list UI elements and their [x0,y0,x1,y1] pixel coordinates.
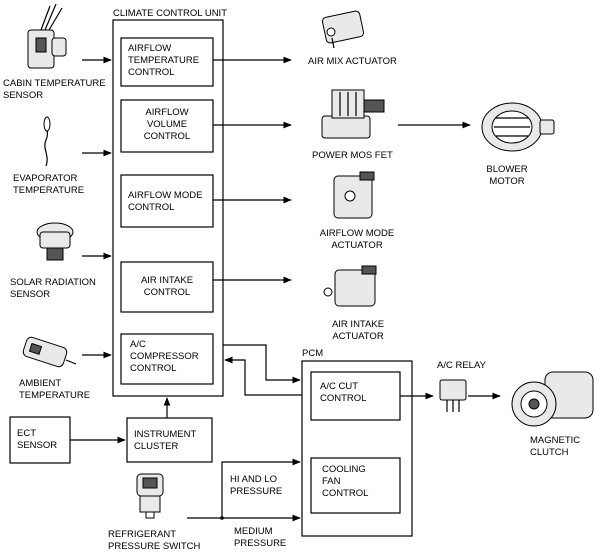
ac-relay-label: A/C RELAY [437,360,487,371]
blower-motor-icon [481,102,555,152]
ect-sensor-block [9,416,71,464]
air-intake-control-block [120,261,214,313]
connector-lines [70,56,501,522]
instrument-cluster-block [126,417,213,463]
evaporator-sensor-icon [43,116,51,167]
ac-compressor-control-block [120,333,214,385]
power-mos-fet-label: POWER MOS FET [312,150,393,161]
pcm-title: PCM [302,348,323,359]
airflow-mode-actuator-icon [333,171,375,219]
airflow-mode-control-block [120,174,214,228]
airflow-temperature-control-block [120,37,214,87]
air-mix-actuator-label: AIR MIX ACTUATOR [308,56,397,67]
cabin-temperature-sensor-icon [27,3,67,69]
ambient-temperature-sensor-icon [22,336,77,368]
airflow-volume-control-block [120,99,214,153]
climate-control-unit-title: CLIMATE CONTROL UNIT [113,8,227,19]
power-mos-fet-icon [321,89,385,139]
refrigerant-pressure-switch-icon [136,473,164,519]
magnetic-clutch-icon [511,371,594,427]
ac-cut-control-block [310,371,401,421]
solar-radiation-sensor-icon [36,222,74,261]
air-mix-actuator-icon [321,10,365,49]
ac-relay-icon [439,379,467,412]
air-intake-actuator-icon [323,265,377,307]
cooling-fan-control-block [310,457,401,514]
